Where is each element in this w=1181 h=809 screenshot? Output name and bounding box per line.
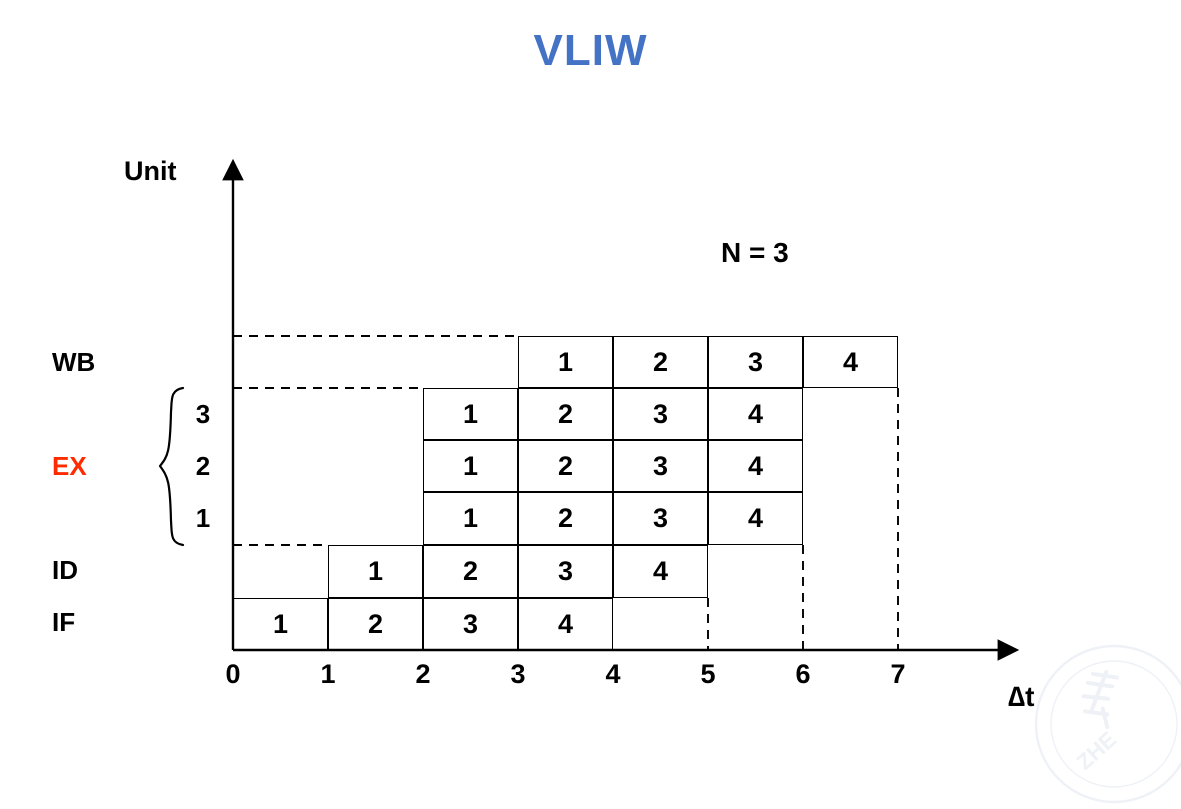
cell-id-2: 3 (518, 545, 613, 598)
cell-ex3-2: 3 (613, 388, 708, 440)
x-tick-4: 4 (605, 659, 621, 689)
x-tick-7: 7 (890, 659, 906, 689)
ex-unit-2: 2 (195, 451, 211, 481)
x-tick-3: 3 (510, 659, 526, 689)
cell-id-0: 1 (328, 545, 423, 598)
cell-ex1-0: 1 (423, 492, 518, 545)
x-tick-2: 2 (415, 659, 431, 689)
slide-canvas: VLIW Unit ∆t N = 3 WB EX ID IF 3 2 1 1 2… (52, 26, 1181, 804)
x-axis-label: ∆t (1008, 681, 1035, 712)
cell-id-1: 2 (423, 545, 518, 598)
ex-unit-3: 3 (195, 399, 211, 429)
cell-ex2-1: 2 (518, 440, 613, 492)
cell-ex1-2: 3 (613, 492, 708, 545)
cell-ex2-3: 4 (708, 440, 803, 492)
cell-wb-3: 4 (803, 336, 898, 388)
cell-ex2-0: 1 (423, 440, 518, 492)
cell-ex3-3: 4 (708, 388, 803, 440)
cell-wb-2: 3 (708, 336, 803, 388)
page-title: VLIW (533, 26, 648, 75)
cell-ex1-1: 2 (518, 492, 613, 545)
cell-id-3: 4 (613, 545, 708, 598)
x-tick-6: 6 (795, 659, 811, 689)
stage-label-ex: EX (52, 451, 87, 481)
ex-unit-1: 1 (195, 503, 211, 533)
stage-label-id: ID (52, 555, 78, 585)
ex-brace (158, 386, 185, 547)
n-annotation: N = 3 (721, 237, 789, 268)
y-axis-label: Unit (124, 156, 177, 186)
cell-ex3-1: 2 (518, 388, 613, 440)
cell-if-2: 3 (423, 598, 518, 650)
x-tick-1: 1 (320, 659, 336, 689)
stage-label-if: IF (52, 607, 76, 637)
cell-ex3-0: 1 (423, 388, 518, 440)
stage-label-wb: WB (52, 347, 96, 377)
cell-ex1-3: 4 (708, 492, 803, 545)
cell-ex2-2: 3 (613, 440, 708, 492)
cell-wb-0: 1 (518, 336, 613, 388)
cell-if-0: 1 (233, 598, 328, 650)
cell-if-1: 2 (328, 598, 423, 650)
x-tick-0: 0 (225, 659, 241, 689)
watermark-seal: ZHE (1034, 644, 1181, 804)
cell-if-3: 4 (518, 598, 613, 650)
watermark-text: ZHE (1072, 727, 1121, 775)
x-tick-5: 5 (700, 659, 716, 689)
cell-wb-1: 2 (613, 336, 708, 388)
